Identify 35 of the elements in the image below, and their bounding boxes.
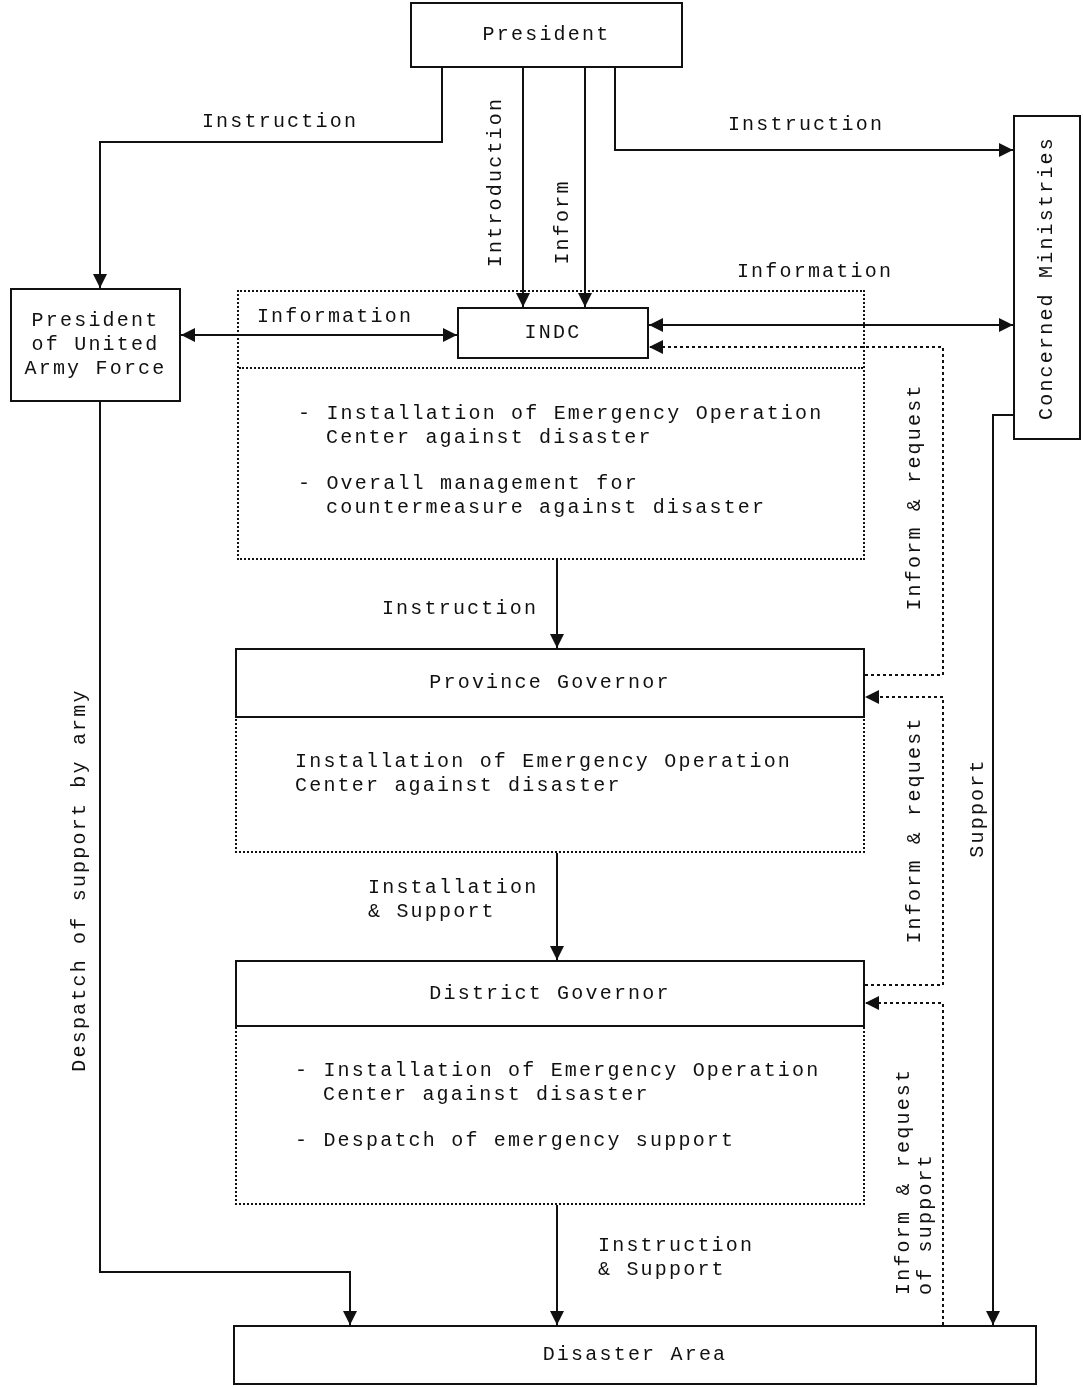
process-box: President	[410, 2, 683, 68]
edge-label: Inform & request	[903, 383, 927, 611]
bullet-text: - Despatch of emergency support	[295, 1129, 737, 1153]
arrow	[550, 852, 564, 961]
arrow	[986, 414, 1014, 1326]
arrow	[550, 1204, 564, 1326]
header-box: District Governor	[235, 960, 865, 1027]
dotted-arrow	[864, 690, 944, 986]
arrow	[614, 67, 1014, 157]
arrow	[550, 559, 564, 649]
arrow	[578, 67, 592, 308]
dotted-panel	[235, 648, 865, 853]
arrow	[99, 401, 357, 1326]
arrow	[516, 67, 530, 308]
bullet-text: - Installation of Emergency Operation Center against disaster	[298, 402, 825, 450]
edge-label: Inform & request of support	[893, 1066, 937, 1295]
arrow	[93, 67, 443, 289]
header-box: Province Governor	[235, 648, 865, 718]
dotted-panel	[235, 960, 865, 1205]
bullet-text: - Overall management for countermeasure against disaster	[298, 472, 768, 520]
process-box: Disaster Area	[233, 1325, 1037, 1385]
arrow	[180, 328, 458, 342]
process-box: Concerned Ministries	[1013, 115, 1081, 440]
edge-label: Support	[966, 758, 990, 858]
dotted-arrow	[864, 996, 944, 1326]
process-box: President of United Army Force	[10, 288, 181, 402]
edge-label: Inform & request	[903, 716, 927, 944]
process-box: INDC	[457, 307, 649, 359]
edge-label: Despatch of support by army	[68, 688, 92, 1072]
dotted-arrow	[648, 340, 944, 676]
edge-label: Inform	[551, 179, 575, 265]
bullet-text: - Installation of Emergency Operation Center against disaster	[295, 1059, 822, 1107]
body-text: Installation of Emergency Operation Center against disaster	[295, 750, 794, 798]
arrow	[648, 318, 1014, 332]
edge-label: Introduction	[484, 96, 508, 268]
